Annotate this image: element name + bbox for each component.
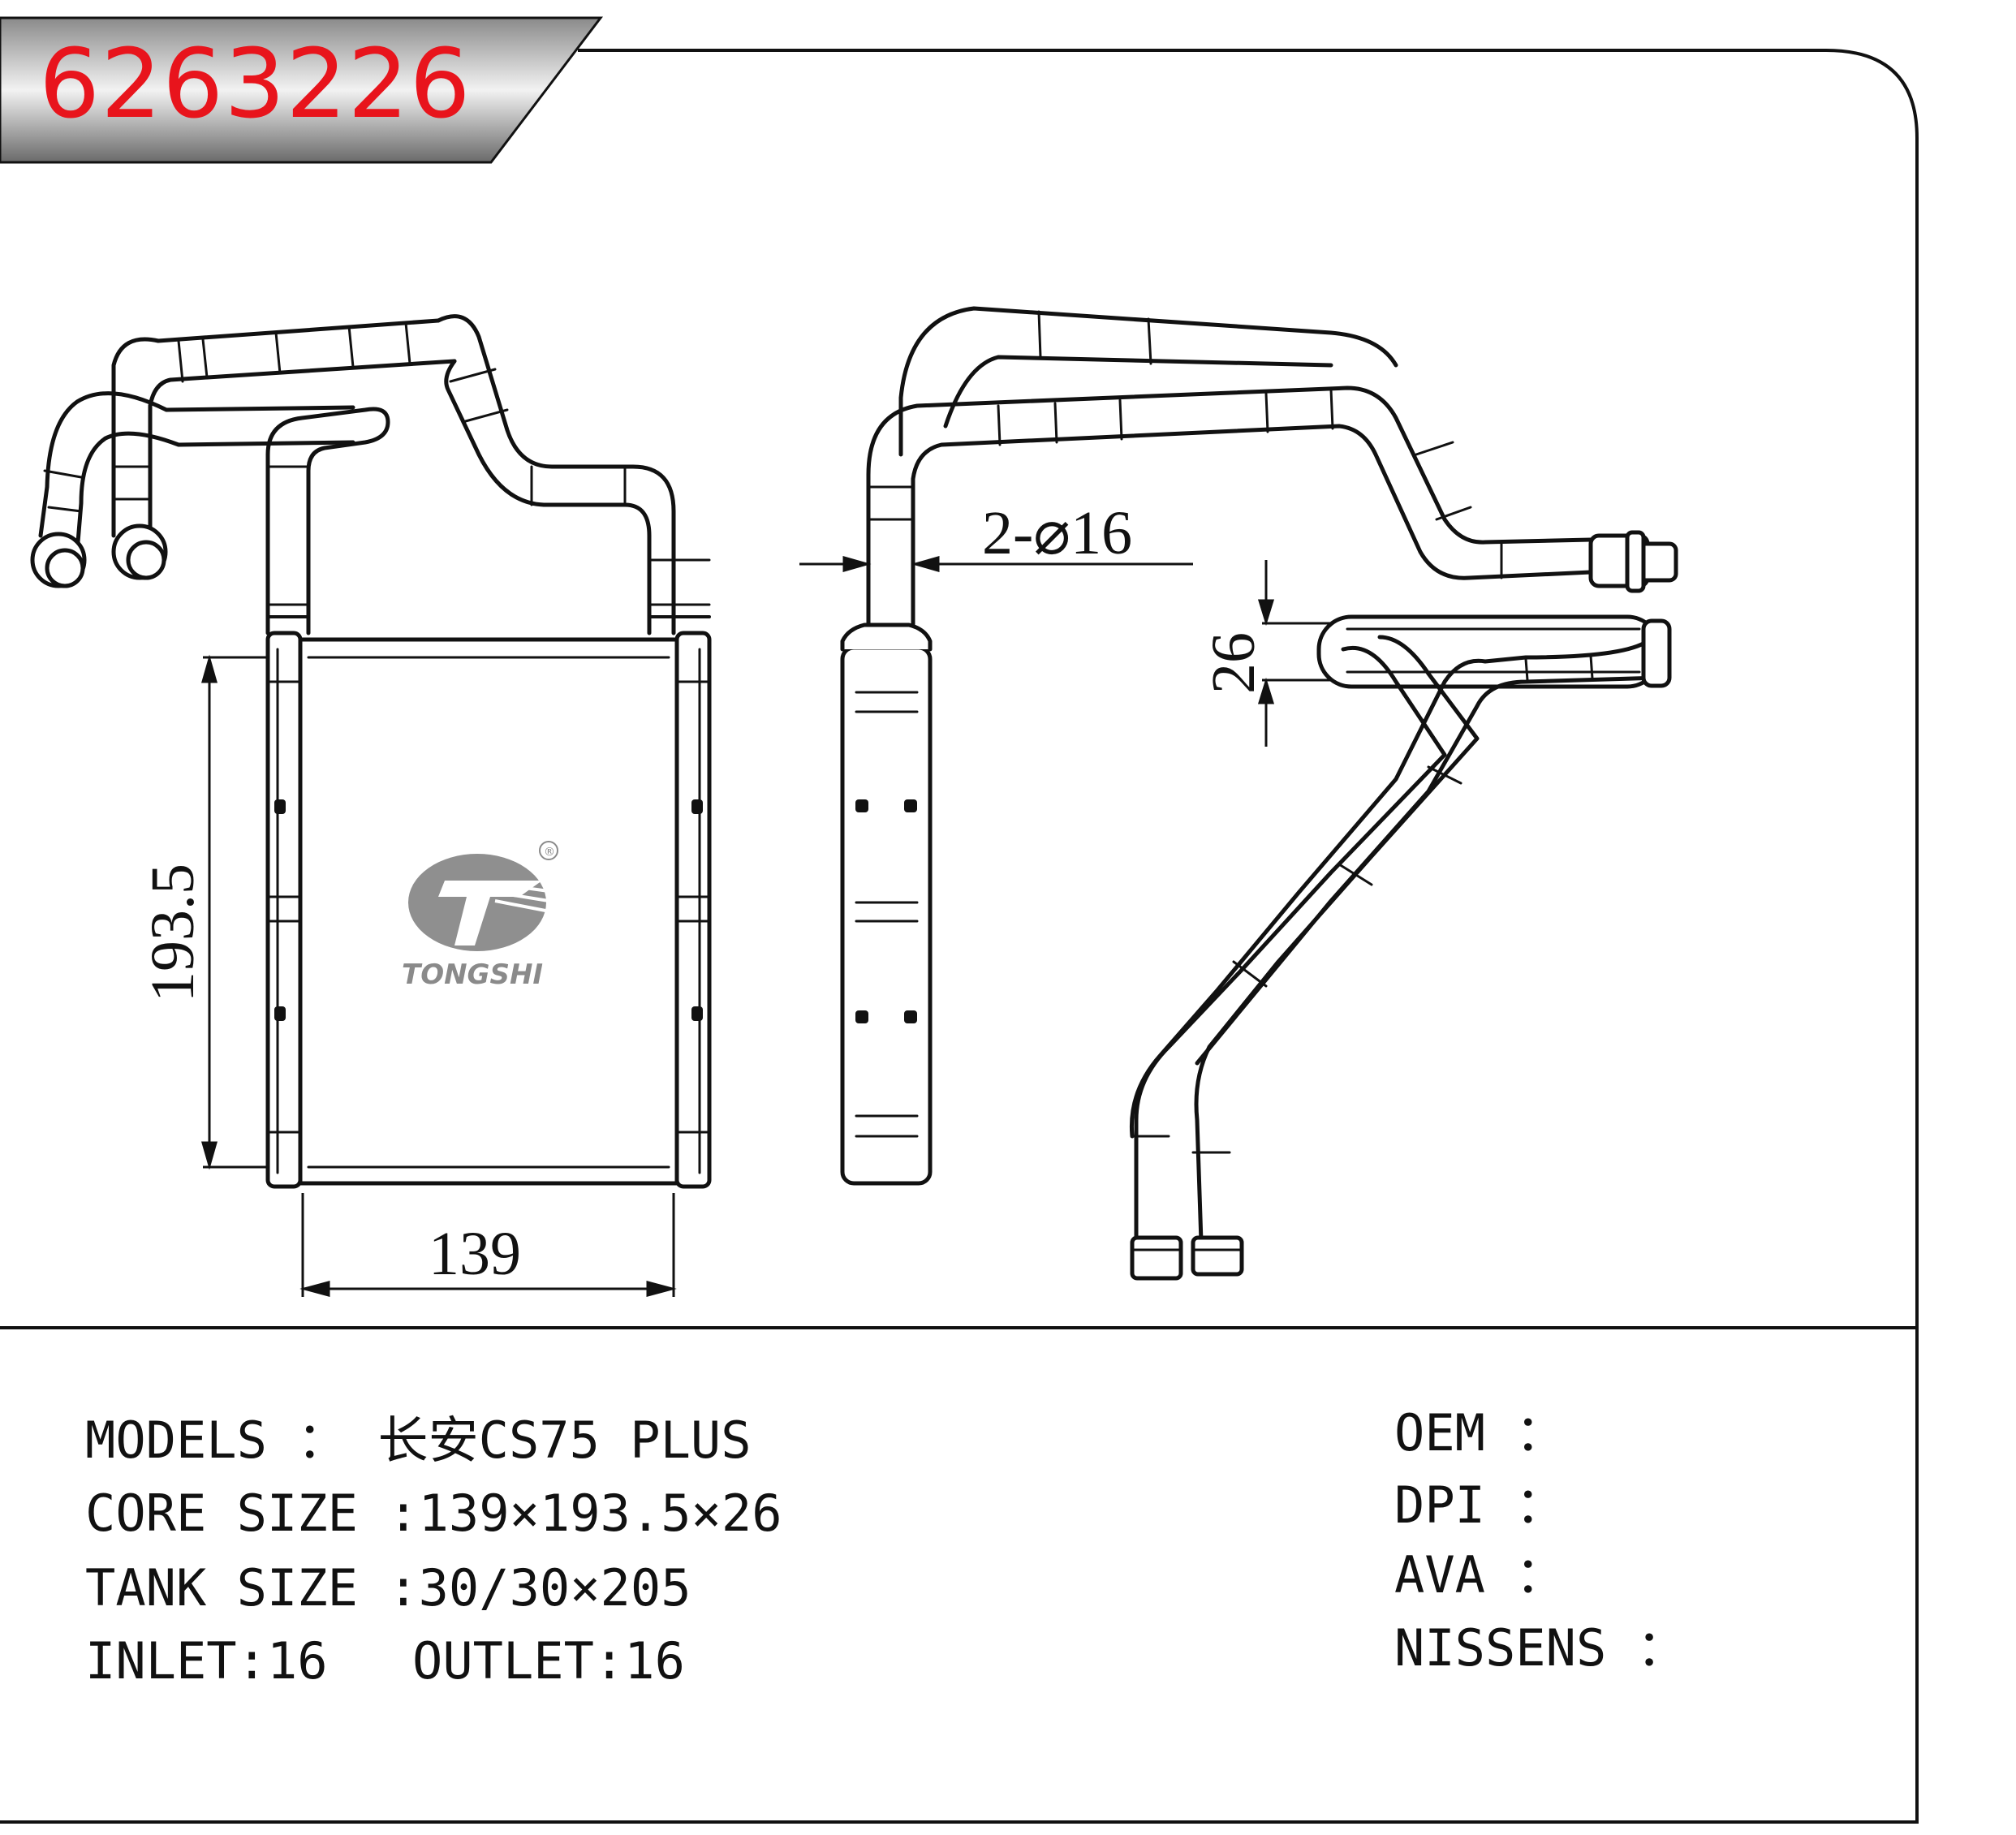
xref-oem: OEM ： xyxy=(1394,1403,1566,1462)
part-number-tab xyxy=(0,16,604,164)
spec-outlet: OUTLET:16 xyxy=(412,1631,685,1691)
spec-models: MODELS ： 长安CS75 PLUS xyxy=(85,1411,752,1470)
height-dimension-label: 193.5 xyxy=(139,864,207,1002)
drawing-frame xyxy=(0,49,1919,1824)
pipe-dimension-label: 2-⌀16 xyxy=(982,499,1132,567)
left-tank xyxy=(265,631,303,1189)
front-dimensions xyxy=(201,654,677,1297)
registered-mark: ® xyxy=(544,846,555,859)
thickness-dimension-label: 26 xyxy=(1200,632,1268,694)
spec-core-size: CORE SIZE :139×193.5×26 xyxy=(85,1484,782,1543)
xref-ava: AVA ： xyxy=(1394,1545,1566,1605)
spec-inlet: INLET:16 xyxy=(85,1631,328,1691)
right-tank xyxy=(674,631,712,1189)
pipe-dimension xyxy=(799,556,1193,572)
part-number: 6263226 xyxy=(39,28,472,140)
thickness-dimension xyxy=(1257,560,1331,747)
front-view xyxy=(30,314,712,1189)
xref-nissens: NISSENS ： xyxy=(1394,1618,1687,1678)
spec-tank-size: TANK SIZE :30/30×205 xyxy=(85,1558,691,1617)
xref-dpi: DPI ： xyxy=(1394,1475,1566,1535)
tongshi-logo: ® TONGSHI xyxy=(402,841,558,991)
side-view xyxy=(840,306,1678,1186)
side-core xyxy=(840,645,933,1186)
width-dimension-label: 139 xyxy=(429,1220,521,1288)
top-view xyxy=(1129,614,1672,1281)
logo-wordmark: TONGSHI xyxy=(402,958,543,991)
